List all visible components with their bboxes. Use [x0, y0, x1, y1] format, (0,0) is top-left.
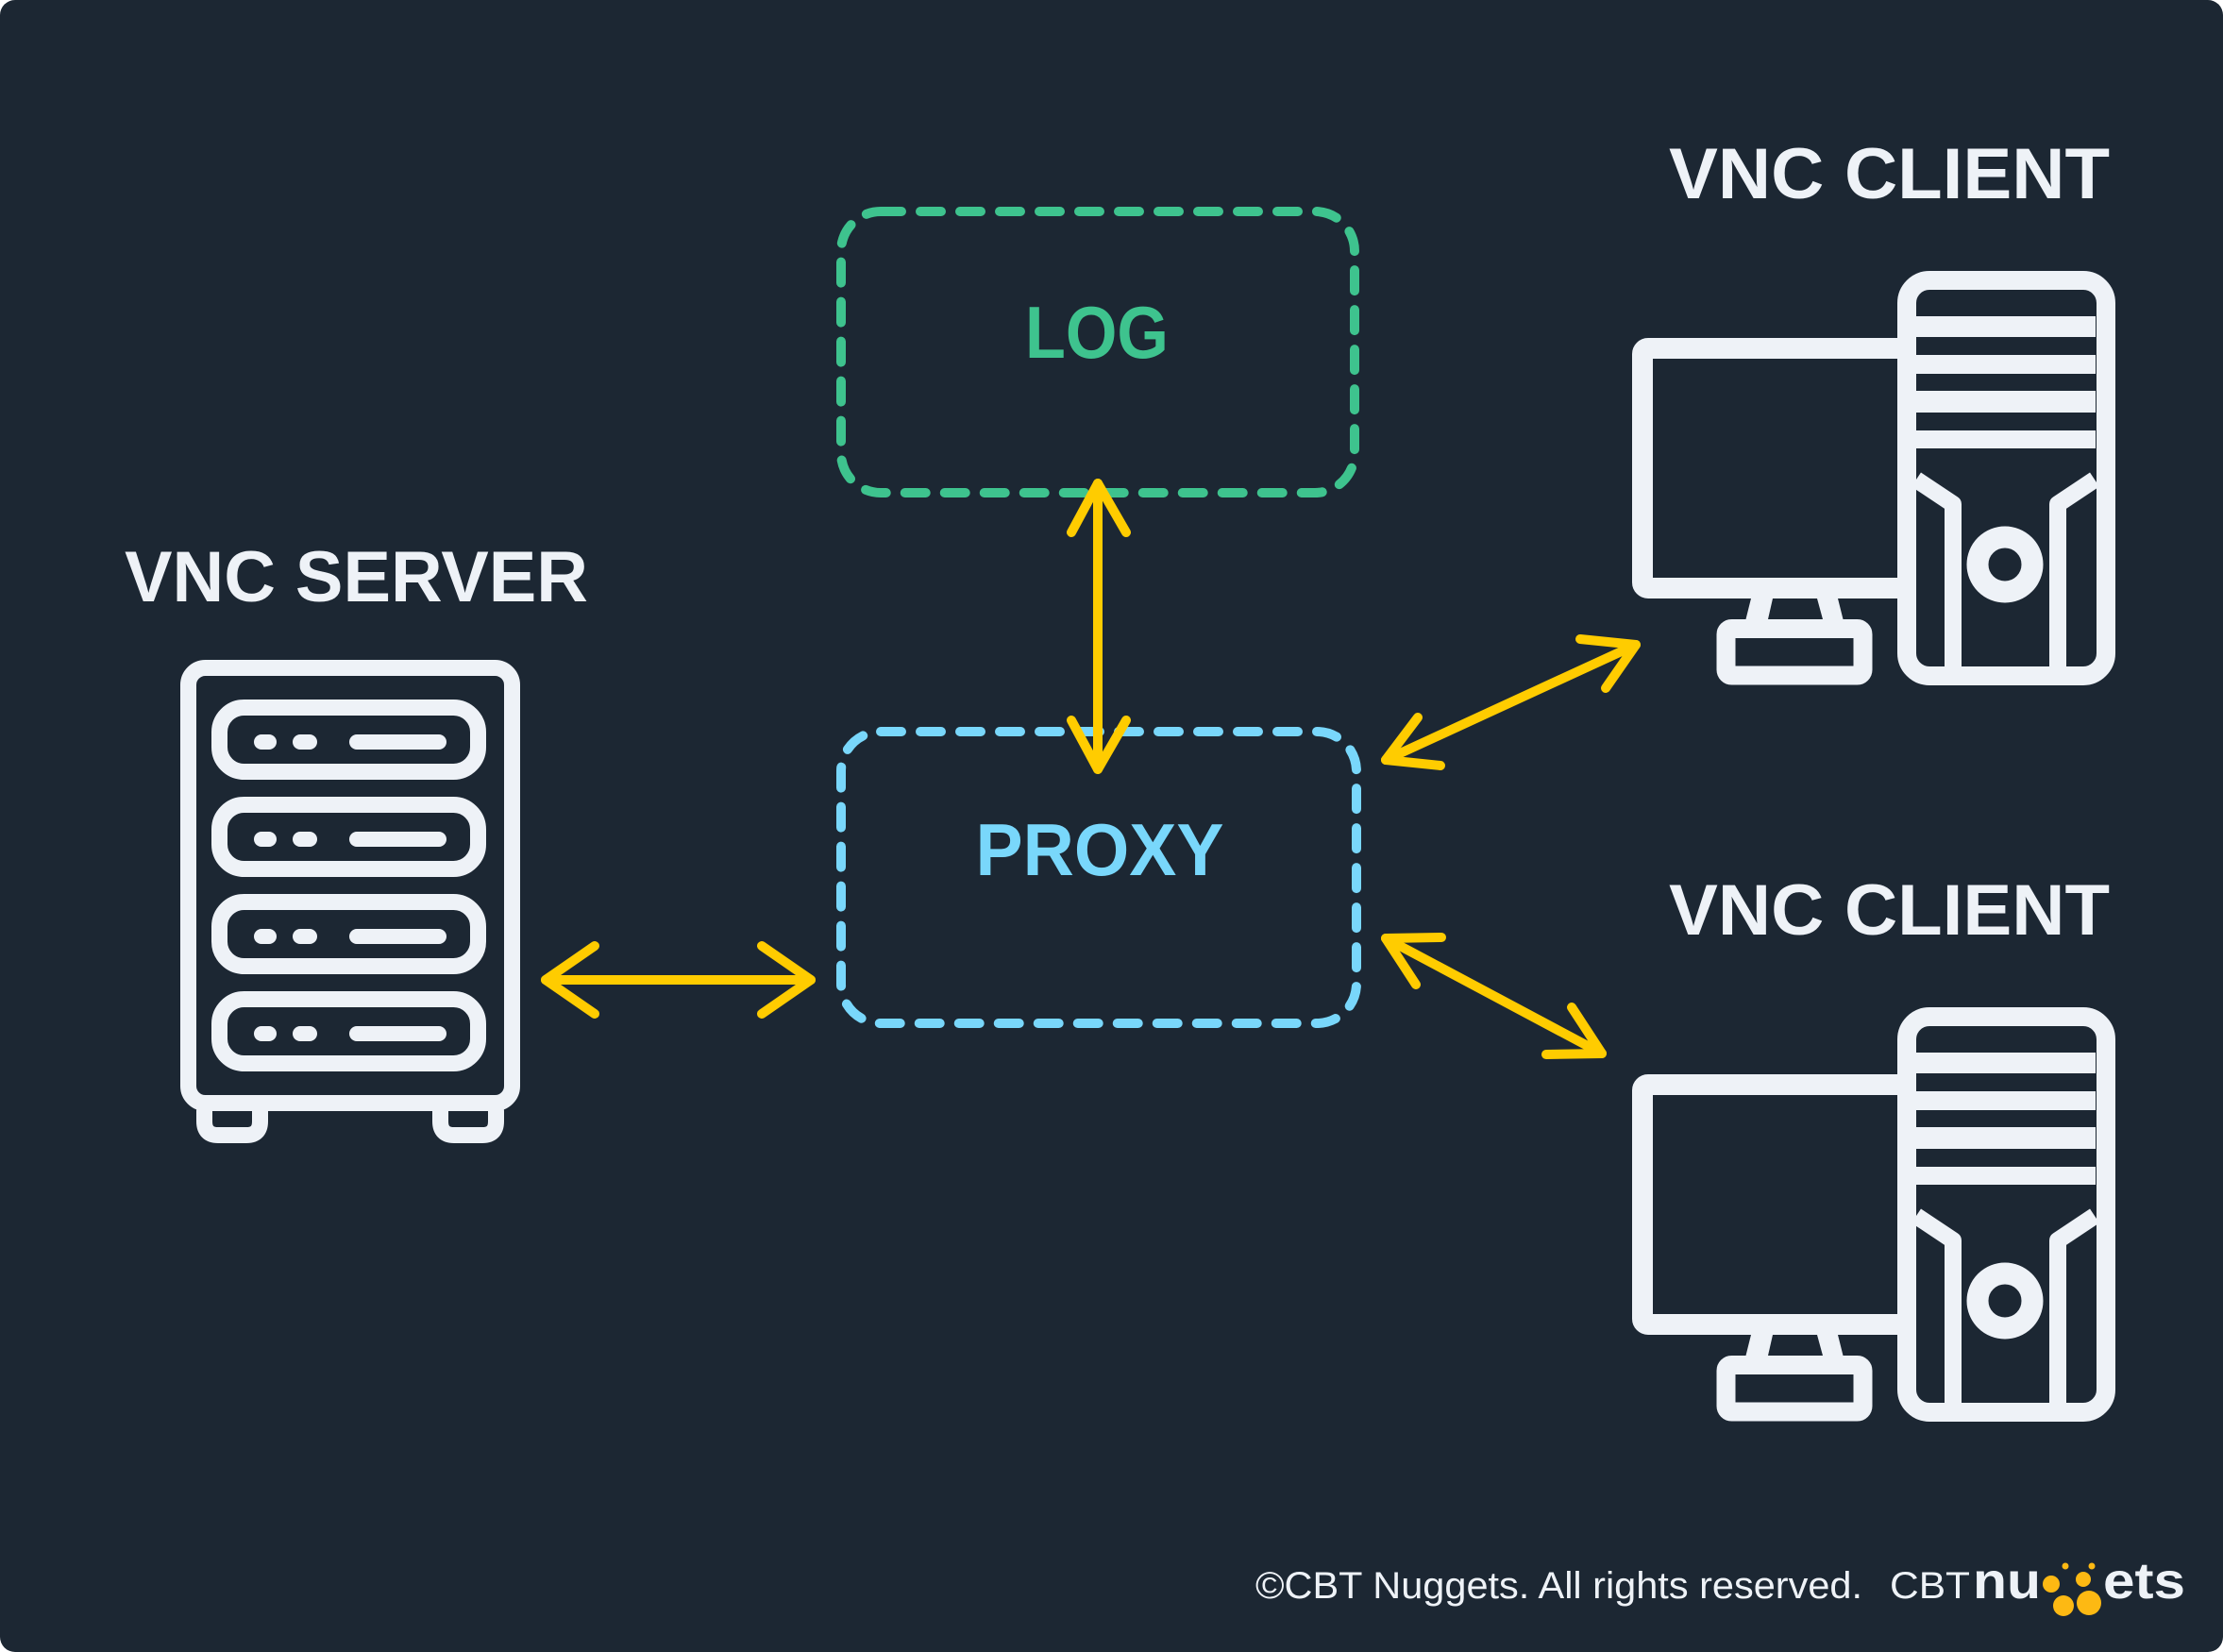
tower-vent-stripe [1914, 316, 2096, 337]
tower-vent-stripe [1914, 430, 2096, 448]
copyright-text: ©CBT Nuggets. All rights reserved. [1255, 1565, 1862, 1607]
logo-ets: ets [2103, 1553, 2185, 1610]
tower-panel-left [1911, 1208, 1962, 1405]
tower-panel-right [2049, 472, 2099, 668]
vnc-client-1-title: VNC CLIENT [1669, 134, 2110, 214]
arrow-server-proxy-head-right [757, 941, 816, 1019]
monitor-base [1716, 619, 1873, 685]
rack-unit [211, 894, 486, 974]
rack-foot-left [196, 1103, 268, 1143]
server-rack-icon [180, 660, 520, 1143]
node-vnc-client-2: VNC CLIENT [1632, 870, 2115, 1422]
logo-cbt: CBT [1890, 1565, 1970, 1607]
arrow-proxy-client2-head-right [1541, 1003, 1607, 1059]
logo-dot [2077, 1591, 2101, 1615]
rack-cabinet [180, 660, 520, 1111]
logo-nu: nu [1973, 1553, 2041, 1610]
arrow-proxy-client2-head-left [1381, 933, 1446, 989]
proxy-label: PROXY [976, 808, 1224, 891]
vnc-client-2-title: VNC CLIENT [1669, 870, 2110, 951]
tower-vent-stripe [1914, 1053, 2096, 1073]
arrow-proxy-client2-shaft [1381, 934, 1607, 1058]
node-vnc-client-1: VNC CLIENT [1632, 134, 2115, 685]
rack-unit-frame [211, 991, 486, 1071]
rack-foot-right [432, 1103, 504, 1143]
arrow-server-proxy [541, 941, 816, 1019]
arrow-proxy-client2 [1381, 933, 1607, 1059]
tower-vent-stripe [1914, 1091, 2096, 1110]
tower-vent-stripe [1914, 1127, 2096, 1149]
logo-dots-icon [2043, 1562, 2101, 1616]
tower-case [1897, 1007, 2115, 1422]
tower-vent-stripe [1914, 355, 2096, 374]
footer: ©CBT Nuggets. All rights reserved. CBT n… [1255, 1553, 2185, 1616]
arrow-proxy-client1-head-left [1381, 713, 1445, 770]
arrow-server-proxy-head-left [541, 941, 599, 1019]
rack-unit-frame [211, 700, 486, 780]
node-vnc-server: VNC SERVER [125, 537, 588, 1143]
tower-panel-left [1911, 472, 1962, 668]
logo-dot [2088, 1562, 2096, 1570]
desktop-computer-icon [1632, 1007, 2115, 1422]
log-label: LOG [1025, 291, 1169, 374]
logo-dot [2043, 1576, 2060, 1593]
arrow-proxy-client1-shaft [1381, 640, 1641, 765]
tower-power-button-icon [1966, 526, 2044, 603]
monitor-base [1716, 1356, 1873, 1422]
tower-case [1897, 271, 2115, 685]
logo-dot [2053, 1595, 2074, 1616]
tower-vent-stripe [1914, 1167, 2096, 1185]
log-dashed-box [836, 207, 1359, 497]
monitor-stand-neck-hole [1768, 1335, 1823, 1356]
arrow-proxy-client1 [1381, 634, 1641, 770]
node-log: LOG [836, 207, 1359, 497]
rack-unit-frame [211, 797, 486, 877]
rack-unit [211, 991, 486, 1071]
logo-dot [2076, 1572, 2091, 1587]
arrows [541, 479, 1641, 1059]
vnc-server-title: VNC SERVER [125, 537, 588, 617]
rack-unit-frame [211, 894, 486, 974]
tower-vent-stripe [1914, 391, 2096, 413]
arrow-log-proxy-head-top [1067, 479, 1131, 537]
tower-panel-right [2049, 1208, 2099, 1405]
desktop-computer-icon [1632, 271, 2115, 685]
arrow-log-proxy-head-bottom [1067, 716, 1131, 774]
arrow-log-proxy [1067, 479, 1131, 774]
arrow-proxy-client1-head-right [1575, 634, 1641, 693]
rack-unit [211, 700, 486, 780]
rack-unit [211, 797, 486, 877]
tower-power-button-icon [1966, 1262, 2044, 1340]
node-proxy: PROXY [836, 727, 1361, 1028]
monitor-stand-neck-hole [1768, 598, 1823, 619]
cbt-nuggets-logo: CBT nu ets [1890, 1553, 2185, 1616]
logo-dot [2062, 1562, 2069, 1570]
